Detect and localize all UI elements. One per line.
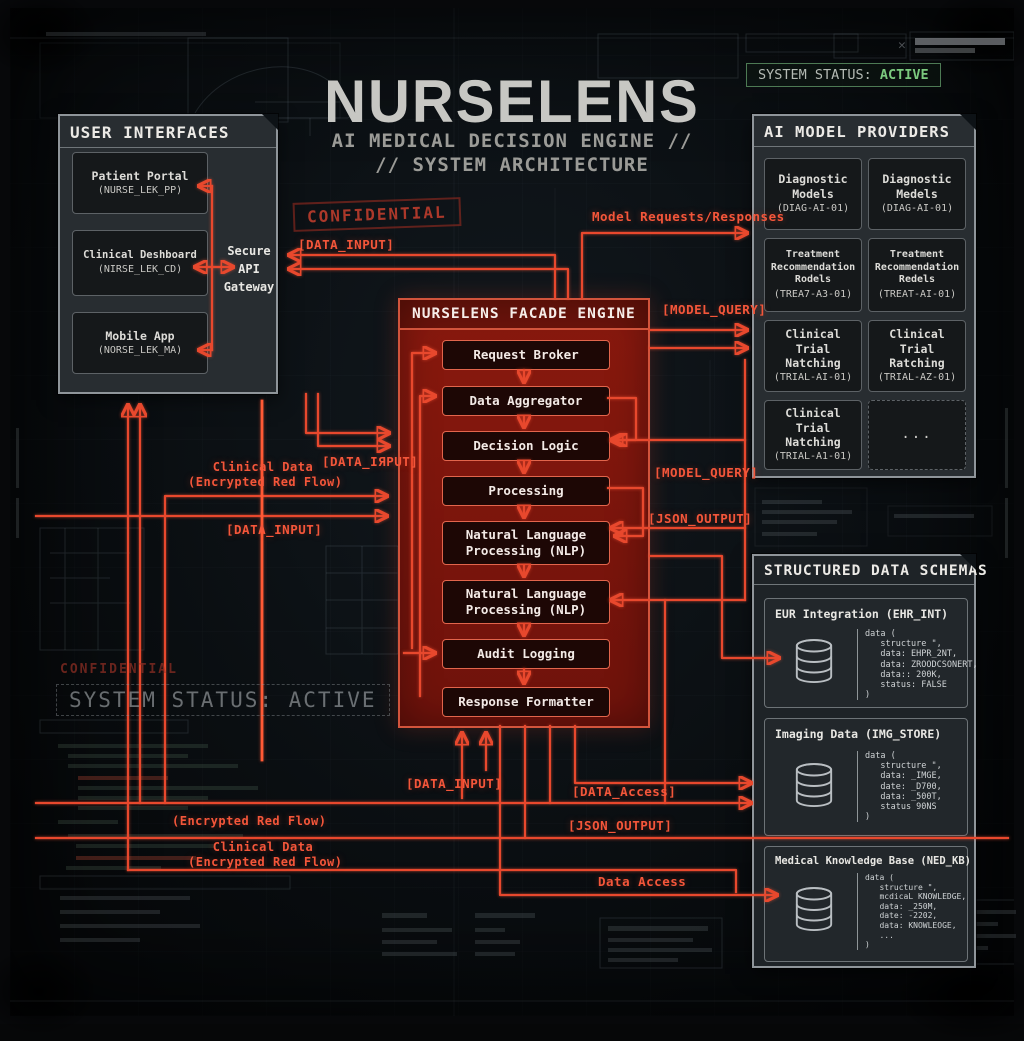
blueprint-canvas: ✕ NURSELENS AI MEDICAL DECISION ENGINE /… — [10, 8, 1014, 1016]
module-request-broker: Request Broker — [442, 340, 610, 370]
node-code: (TRIAL-A1-01) — [774, 451, 852, 464]
panel-notch — [960, 114, 976, 130]
node-mobile-app: Mobile App (NORSE_LEK_MA) — [72, 312, 208, 374]
node-clinical-dashboard: Clinical Deshboard (NIRSE_LEK_CD) — [72, 230, 208, 296]
confidential-stamp: CONFIDENTIAL — [293, 197, 462, 232]
label-data-input-top: [DATA_INPUT] — [298, 237, 394, 253]
node-label: Diagnostic Medels — [882, 172, 951, 201]
node-patient-portal: Patient Portal (NURSE_LEK_PP) — [72, 152, 208, 214]
node-code: (NORSE_LEK_MA) — [98, 345, 182, 358]
label-data-access-plain: Data Access — [598, 874, 686, 890]
panel-facade-engine: NURSELENS FACADE ENGINE Request Broker D… — [398, 298, 650, 728]
system-status-badge: SYSTEM STATUS: ACTIVE — [746, 63, 941, 87]
panel-ai-providers-title: AI MODEL PROVIDERS — [754, 116, 974, 147]
node-code: (TREAT-AI-01) — [878, 289, 956, 302]
label-json-output-right: [JSON_OUTPUT] — [648, 511, 752, 527]
database-icon — [793, 885, 835, 935]
node-code: (DIAG-AI-01) — [881, 203, 953, 216]
card-medical-knowledge-base: Medical Knowledge Base (NED_KB) data ( s… — [764, 846, 968, 962]
card-title: Imaging Data (IMG_STORE) — [765, 719, 967, 743]
node-treatment-models-2: Treatment Recommendation Redels (TREAT-AI… — [868, 238, 966, 312]
card-ehr-integration: EUR Integration (EHR_INT) data ( structu… — [764, 598, 968, 708]
label-clinical-data-mid: Clinical Data (Encrypted Red Flow) — [188, 460, 338, 490]
panel-notch — [262, 114, 278, 130]
label-model-query-right: [MODEL_QUERY] — [654, 465, 758, 481]
node-code: (TRIAL-AZ-01) — [878, 372, 956, 385]
node-code: (DIAG-AI-01) — [777, 203, 849, 216]
node-label: Mobile App — [105, 329, 174, 343]
panel-notch — [960, 554, 976, 570]
module-data-aggregator: Data Aggregator — [442, 386, 610, 416]
panel-data-schemas: STRUCTURED DATA SCHEMAS EUR Integration … — [752, 554, 976, 968]
label-data-access-bracket: [DATA_Access] — [572, 784, 676, 800]
schema-code: data ( structure ", data: _IMGE, date: _… — [857, 751, 942, 822]
card-title: EUR Integration (EHR_INT) — [765, 599, 967, 623]
card-imaging-data: Imaging Data (IMG_STORE) data ( structur… — [764, 718, 968, 836]
node-label: Treatment Recommendation Redels — [875, 249, 959, 287]
label-model-query-top: [MODEL_QUERY] — [662, 302, 766, 318]
node-provider-ellipsis: ... — [868, 400, 966, 470]
node-code: (NURSE_LEK_PP) — [98, 185, 182, 198]
label-json-output-bottom: [JSON_OUTPUT] — [568, 818, 672, 834]
label-model-requests: Model Requests/Responses — [592, 209, 785, 225]
panel-data-schemas-title: STRUCTURED DATA SCHEMAS — [754, 556, 974, 585]
database-icon — [793, 637, 835, 687]
node-code: (NIRSE_LEK_CD) — [98, 264, 182, 277]
schema-code: data ( structure ", mcdicaL KNOWLEDGE, d… — [857, 873, 966, 950]
module-audit-logging: Audit Logging — [442, 639, 610, 669]
node-code: (TREA7-A3-01) — [774, 289, 852, 302]
status-value: ACTIVE — [880, 67, 929, 83]
node-clinical-trial-2: Clinical Trial Ratching (TRIAL-AZ-01) — [868, 320, 966, 392]
footer-confidential: CONFIDENTIAL — [60, 662, 178, 677]
x-marker-icon: ✕ — [898, 38, 906, 53]
node-clinical-trial-1: Clinical Trial Natching (TRIAL-AI-01) — [764, 320, 862, 392]
node-label: Clinical Trial Natching — [765, 406, 861, 449]
node-diagnostic-models-2: Diagnostic Medels (DIAG-AI-01) — [868, 158, 966, 230]
card-title: Medical Knowledge Base (NED_KB) — [765, 847, 967, 869]
node-clinical-trial-3: Clinical Trial Natching (TRIAL-A1-01) — [764, 400, 862, 470]
node-label: Clinical Trial Ratching — [869, 327, 965, 370]
node-treatment-models-1: Treatment Recommendation Rodels (TREA7-A3… — [764, 238, 862, 312]
module-decision-logic: Decision Logic — [442, 431, 610, 461]
footer-system-status: SYSTEM STATUS: ACTIVE — [56, 684, 390, 716]
node-label: Clinical Deshboard — [83, 249, 197, 262]
panel-user-interfaces: USER INTERFACES Patient Portal (NURSE_LE… — [58, 114, 278, 394]
module-nlp-2: Natural Language Processing (NLP) — [442, 580, 610, 624]
module-nlp-1: Natural Language Processing (NLP) — [442, 521, 610, 565]
panel-user-interfaces-title: USER INTERFACES — [60, 116, 276, 148]
node-label: Clinical Trial Natching — [765, 327, 861, 370]
module-response-formatter: Response Formatter — [442, 687, 610, 717]
database-icon — [793, 761, 835, 811]
secure-api-gateway-label: Secure API Gateway — [218, 242, 280, 296]
label-data-input-bottom: [DATA_INPUT] — [406, 776, 502, 792]
schema-code: data ( structure ", data: EHPR_2NT, data… — [857, 629, 978, 700]
module-processing: Processing — [442, 476, 610, 506]
facade-engine-title: NURSELENS FACADE ENGINE — [400, 300, 648, 330]
node-label: Diagnostic Models — [778, 172, 847, 201]
label-clinical-data-bottom: Clinical Data (Encrypted Red Flow) — [188, 840, 338, 870]
node-label: Treatment Recommendation Rodels — [771, 249, 855, 287]
panel-ai-providers: AI MODEL PROVIDERS Diagnostic Models (DIA… — [752, 114, 976, 478]
status-label: SYSTEM STATUS: — [758, 67, 880, 83]
node-label: Patient Portal — [92, 169, 189, 183]
label-encrypted-solo: (Encrypted Red Flow) — [172, 814, 327, 829]
label-data-input-mid: [DATA_INPUT] — [226, 522, 322, 538]
node-code: (TRIAL-AI-01) — [774, 372, 852, 385]
